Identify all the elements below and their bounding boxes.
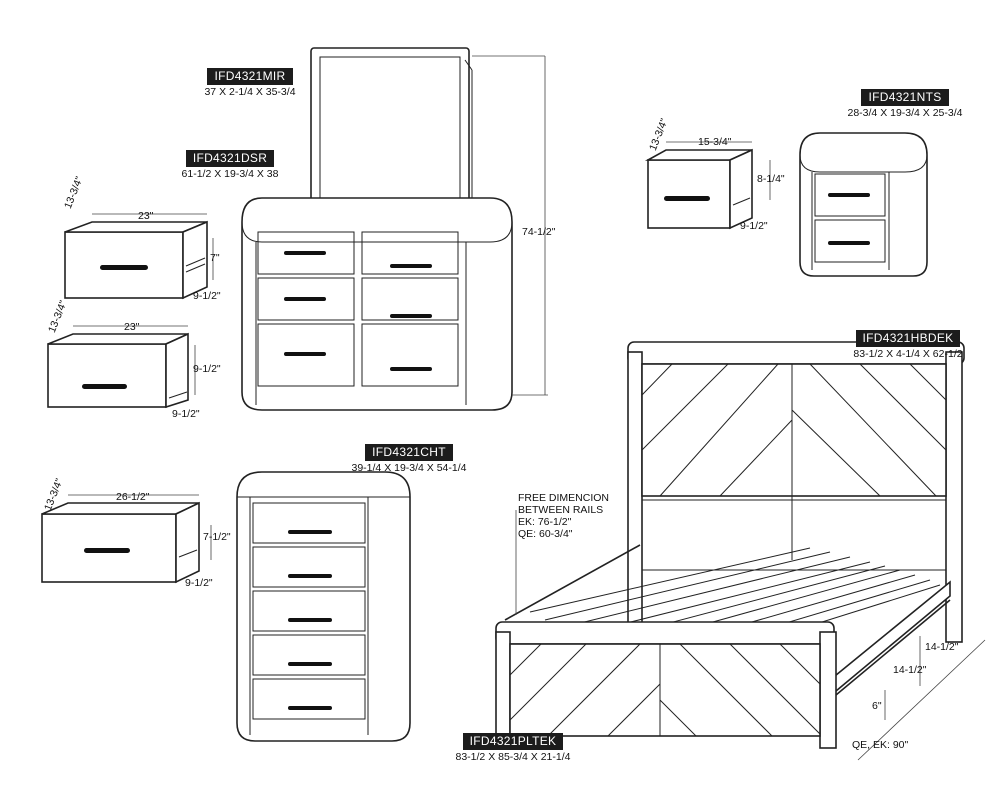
platform-dims: 83-1/2 X 85-3/4 X 21-1/4 xyxy=(455,751,571,763)
bed-free-dimension-note: FREE DIMENCION BETWEEN RAILS EK: 76-1/2"… xyxy=(518,492,609,540)
platform-code: IFD4321PLTEK xyxy=(462,733,564,750)
headboard-dims: 83-1/2 X 4-1/4 X 62-1/2 xyxy=(853,348,963,360)
bed-note-line2: BETWEEN RAILS xyxy=(518,504,604,516)
chest-code: IFD4321CHT xyxy=(365,444,453,461)
dresser-small-width-dim: 23" xyxy=(138,210,154,222)
chest-label: IFD4321CHT 39-1/4 X 19-3/4 X 54-1/4 xyxy=(339,443,479,474)
dresser-drawer-small-drawing xyxy=(64,213,214,300)
nightstand-drawer-drawing xyxy=(644,141,771,230)
mirror-code: IFD4321MIR xyxy=(207,68,293,85)
dresser-code: IFD4321DSR xyxy=(185,150,275,167)
nightstand-drawer-height-dim: 8-1/4" xyxy=(757,173,785,185)
dresser-large-height-dim: 9-1/2" xyxy=(193,363,221,375)
bed-note-line1: FREE DIMENCION xyxy=(518,492,610,504)
chest-dims: 39-1/4 X 19-3/4 X 54-1/4 xyxy=(351,462,467,474)
mirror-dims: 37 X 2-1/4 X 35-3/4 xyxy=(204,86,296,98)
dresser-small-height-dim: 7" xyxy=(210,252,220,264)
bed-length-dim: QE, EK: 90" xyxy=(852,739,909,751)
headboard-code: IFD4321HBDEK xyxy=(855,330,961,347)
chest-drawer-side-dim: 9-1/2" xyxy=(185,577,213,589)
bed-note-qe: QE: 60-3/4" xyxy=(518,528,573,540)
nightstand-dims: 28-3/4 X 19-3/4 X 25-3/4 xyxy=(847,107,963,119)
bed-drawing xyxy=(495,341,986,761)
bed-rail-dim-b: 14-1/2" xyxy=(893,664,927,676)
bed-note-ek: EK: 76-1/2" xyxy=(518,516,572,528)
dresser-small-side-dim: 9-1/2" xyxy=(193,290,221,302)
nightstand-drawing xyxy=(799,132,928,277)
bed-leg-dim: 6" xyxy=(872,700,882,712)
mirror-label: IFD4321MIR 37 X 2-1/4 X 35-3/4 xyxy=(196,67,304,98)
dresser-drawer-large-drawing xyxy=(47,325,196,409)
dresser-dims: 61-1/2 X 19-3/4 X 38 xyxy=(181,168,279,180)
nightstand-drawer-width-dim: 15-3/4" xyxy=(698,136,732,148)
dresser-large-side-dim: 9-1/2" xyxy=(172,408,200,420)
dresser-drawing xyxy=(241,55,548,411)
chest-drawing xyxy=(236,471,411,742)
dresser-large-width-dim: 23" xyxy=(124,321,140,333)
overall-height-dim: 74-1/2" xyxy=(522,226,556,238)
chest-drawer-width-dim: 26-1/2" xyxy=(116,491,150,503)
nightstand-code: IFD4321NTS xyxy=(861,89,949,106)
headboard-label: IFD4321HBDEK 83-1/2 X 4-1/4 X 62-1/2 xyxy=(838,329,978,360)
chest-drawer-height-dim: 7-1/2" xyxy=(203,531,231,543)
chest-drawer-drawing xyxy=(41,494,212,584)
bed-rail-dim-a: 14-1/2" xyxy=(925,641,959,653)
dresser-label: IFD4321DSR 61-1/2 X 19-3/4 X 38 xyxy=(166,149,294,180)
nightstand-label: IFD4321NTS 28-3/4 X 19-3/4 X 25-3/4 xyxy=(840,88,970,119)
platform-label: IFD4321PLTEK 83-1/2 X 85-3/4 X 21-1/4 xyxy=(446,732,580,763)
nightstand-drawer-side-dim: 9-1/2" xyxy=(740,220,768,232)
mirror-drawing xyxy=(310,47,473,219)
